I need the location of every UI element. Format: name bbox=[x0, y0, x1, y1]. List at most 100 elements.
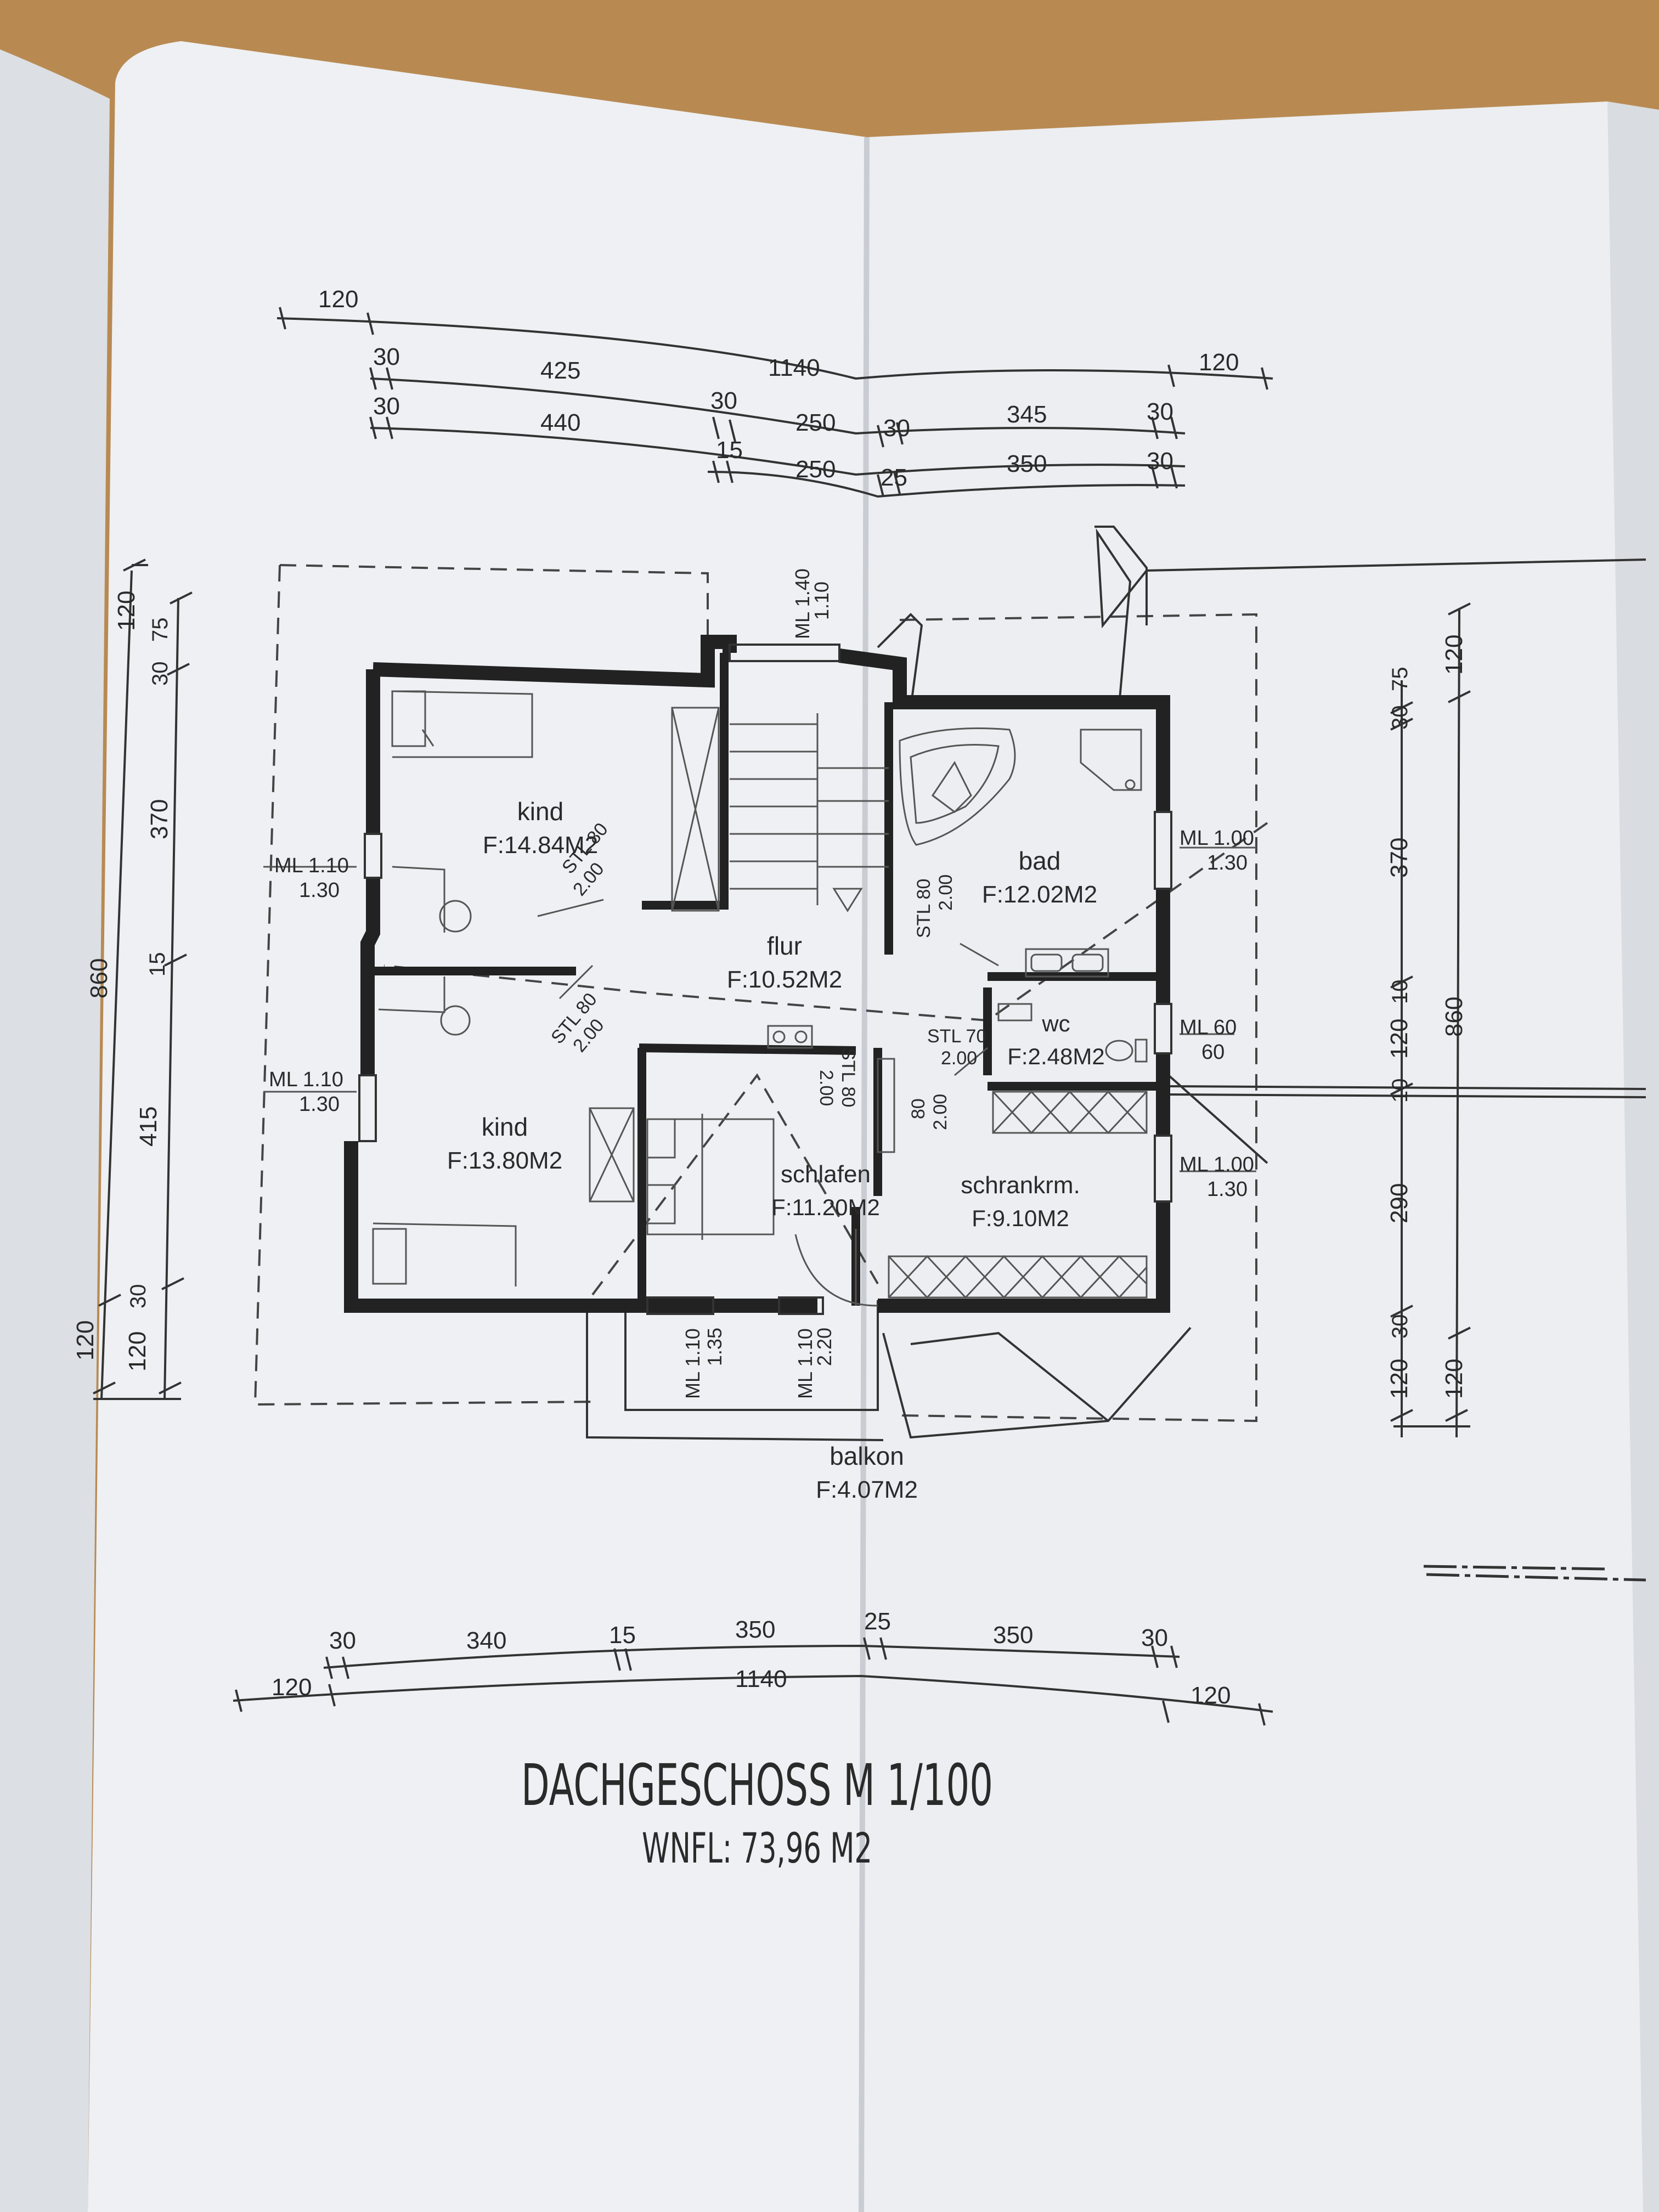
dim-bottom-350-a: 350 bbox=[735, 1616, 775, 1643]
furniture-schlafen bbox=[646, 1114, 878, 1307]
dim-left-30-top: 30 bbox=[148, 662, 172, 686]
window-wc-height: 60 bbox=[1201, 1041, 1224, 1064]
room-kind-1-area: F:14.84M2 bbox=[483, 832, 598, 859]
dim-top-425: 425 bbox=[540, 357, 580, 384]
furniture-kind-1 bbox=[391, 690, 720, 933]
window-openings bbox=[358, 644, 1172, 1315]
dim-left-15: 15 bbox=[145, 952, 170, 977]
window-balkon-1-height: 1.35 bbox=[703, 1328, 726, 1366]
room-wc: wc F:2.48M2 bbox=[1007, 1011, 1104, 1069]
dim-left-30-bottom: 30 bbox=[126, 1284, 150, 1309]
dim-bottom-120-left: 120 bbox=[272, 1674, 312, 1701]
dim-top-30-e: 30 bbox=[1147, 398, 1173, 425]
dim-top-30-a: 30 bbox=[373, 343, 400, 370]
room-bad: bad F:12.02M2 bbox=[982, 847, 1097, 908]
window-wc-size: ML 60 bbox=[1180, 1016, 1237, 1039]
window-leader-lines bbox=[263, 847, 1256, 1172]
left-page bbox=[88, 41, 867, 2212]
top-dimensions bbox=[276, 307, 1273, 498]
door-wc-height: 2.00 bbox=[941, 1048, 977, 1069]
window-kind-2-size: ML 1.10 bbox=[269, 1068, 343, 1091]
dim-bottom-25: 25 bbox=[864, 1608, 891, 1635]
roof-outline-left-top bbox=[279, 564, 709, 636]
room-wc-area: F:2.48M2 bbox=[1007, 1043, 1104, 1069]
dim-top-250-b: 250 bbox=[795, 456, 836, 483]
dim-top-30-b: 30 bbox=[373, 393, 400, 420]
window-kind-1-height: 1.30 bbox=[299, 879, 340, 902]
window-schrank-size: ML 1.00 bbox=[1180, 1153, 1254, 1176]
left-dimension-ticks bbox=[93, 558, 193, 1395]
dim-right-290: 290 bbox=[1386, 1183, 1413, 1223]
room-wc-name: wc bbox=[1041, 1011, 1070, 1036]
room-balkon-name: balkon bbox=[830, 1442, 904, 1470]
room-kind-2: kind F:13.80M2 bbox=[447, 1113, 562, 1174]
dim-left-860: 860 bbox=[86, 958, 112, 998]
dim-left-415: 415 bbox=[135, 1107, 162, 1147]
dim-right-75: 75 bbox=[1388, 667, 1412, 692]
window-top-size: ML 1.40 bbox=[791, 568, 814, 639]
dim-top-30-f: 30 bbox=[1147, 448, 1173, 475]
dim-left-120-bottom-outer: 120 bbox=[72, 1321, 99, 1361]
dim-left-75: 75 bbox=[148, 618, 172, 642]
staircase bbox=[730, 713, 889, 912]
room-kind-1: kind F:14.84M2 bbox=[483, 797, 598, 859]
door-schlafen-height: 2.00 bbox=[816, 1070, 837, 1106]
door-schrank-size: 80 bbox=[908, 1098, 929, 1119]
door-bad-height: 2.00 bbox=[935, 874, 956, 911]
dim-top-30-c: 30 bbox=[710, 387, 737, 414]
plan-title: DACHGESCHOSS M 1/100 bbox=[521, 1752, 993, 1819]
left-page-edge bbox=[0, 49, 110, 2212]
dim-right-30-top: 30 bbox=[1388, 706, 1412, 730]
dim-right-30-bottom: 30 bbox=[1388, 1314, 1412, 1339]
roof-window-inner bbox=[910, 1331, 1109, 1422]
dim-top-30-d: 30 bbox=[883, 415, 910, 442]
door-bad-size: STL 80 bbox=[913, 879, 934, 938]
furniture-kind-2 bbox=[372, 977, 813, 1286]
dim-right-860: 860 bbox=[1441, 997, 1468, 1037]
dim-top-120-left: 120 bbox=[318, 286, 358, 313]
dim-bottom-30-a: 30 bbox=[329, 1627, 356, 1654]
dim-top-345: 345 bbox=[1007, 401, 1047, 428]
window-kind-1-size: ML 1.10 bbox=[274, 854, 349, 877]
dim-bottom-30-b: 30 bbox=[1141, 1624, 1168, 1651]
dim-top-250-a: 250 bbox=[795, 409, 836, 436]
room-schrankraum-area: F:9.10M2 bbox=[972, 1205, 1069, 1231]
balcony-outer bbox=[586, 1300, 884, 1441]
room-kind-2-name: kind bbox=[482, 1113, 528, 1141]
window-bad-height: 1.30 bbox=[1207, 851, 1248, 874]
roof-outline-left bbox=[253, 565, 599, 1406]
dim-top-25: 25 bbox=[881, 464, 907, 491]
door-swings bbox=[537, 899, 999, 1076]
window-balkon-2-height: 2.20 bbox=[813, 1328, 836, 1366]
book-gutter bbox=[859, 137, 870, 2212]
section-line bbox=[1423, 1565, 1646, 1582]
dim-bottom-1140: 1140 bbox=[735, 1666, 787, 1692]
furniture-bad bbox=[899, 727, 1148, 1063]
right-page-edge bbox=[1607, 101, 1659, 2212]
dim-left-120-bottom-inner: 120 bbox=[124, 1331, 151, 1372]
room-balkon-area: F:4.07M2 bbox=[816, 1476, 918, 1503]
dim-bottom-350-b: 350 bbox=[993, 1622, 1033, 1649]
window-bad-size: ML 1.00 bbox=[1180, 827, 1254, 850]
dim-top-120-right: 120 bbox=[1199, 349, 1239, 376]
room-kind-1-name: kind bbox=[517, 797, 563, 826]
room-bad-area: F:12.02M2 bbox=[982, 881, 1097, 908]
door-wc-size: STL 70 bbox=[927, 1026, 986, 1047]
window-schrank-height: 1.30 bbox=[1207, 1178, 1248, 1201]
dim-right-120-bottom-inner: 120 bbox=[1386, 1359, 1413, 1399]
window-balkon-2-size: ML 1.10 bbox=[794, 1328, 816, 1399]
roof-ridge-main bbox=[383, 822, 1268, 1022]
furniture-schrankraum bbox=[877, 1058, 1148, 1299]
window-top-height: 1.10 bbox=[810, 582, 833, 620]
extension-lines bbox=[1167, 1074, 1646, 1164]
dim-right-120-mid: 120 bbox=[1386, 1019, 1413, 1059]
door-schrank-height: 2.00 bbox=[930, 1094, 951, 1130]
room-schlafen: schlafen F:11.20M2 bbox=[771, 1161, 880, 1220]
dim-bottom-15: 15 bbox=[609, 1622, 636, 1649]
window-kind-2-height: 1.30 bbox=[299, 1093, 340, 1116]
dim-bottom-340: 340 bbox=[466, 1627, 506, 1654]
right-dimension-ticks bbox=[1390, 602, 1471, 1422]
dim-left-370: 370 bbox=[146, 799, 173, 839]
dim-top-350: 350 bbox=[1007, 450, 1047, 477]
